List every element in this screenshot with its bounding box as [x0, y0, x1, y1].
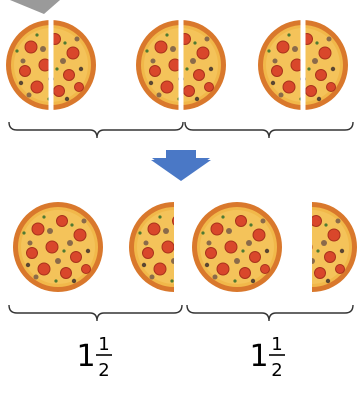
bottom-brace-left — [8, 304, 183, 322]
result-2-denominator: 2 — [271, 360, 282, 381]
bottom-brace-right — [186, 304, 354, 322]
whole-pizza-2 — [191, 201, 283, 293]
pizza-3 — [257, 17, 349, 113]
result-2-whole: 1 — [249, 339, 268, 374]
result-1-whole: 1 — [76, 339, 95, 374]
whole-pizza-1 — [12, 201, 104, 293]
gray-arrow-fragment — [10, 0, 60, 14]
pizza-2 — [135, 17, 227, 113]
down-arrow-body — [151, 150, 211, 181]
result-2-numerator: 1 — [271, 334, 282, 355]
top-row — [5, 17, 349, 113]
result-1-numerator: 1 — [98, 334, 109, 355]
top-brace-left — [8, 121, 184, 139]
result-1-denominator: 2 — [98, 360, 109, 381]
result-label-2: 1 1 2 — [249, 334, 285, 381]
bottom-group-2 — [191, 201, 358, 293]
bottom-group-1 — [12, 201, 174, 293]
pizza-1 — [5, 17, 97, 113]
top-brace-right — [184, 121, 354, 139]
result-label-1: 1 1 2 — [76, 334, 112, 381]
